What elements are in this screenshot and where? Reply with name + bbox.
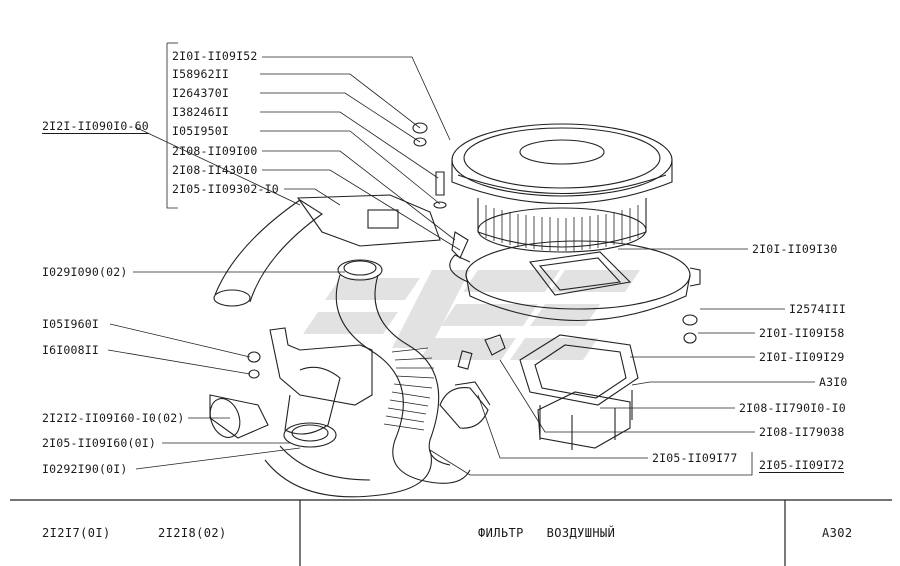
leader-lines (107, 42, 815, 476)
footer-model-2: 2I2I8(02) (158, 526, 227, 540)
part-label-left: 2I2I2-II09I60-I0(02) (42, 411, 185, 425)
part-label-right: A3I0 (819, 375, 848, 389)
part-label-left: I38246II (172, 105, 229, 119)
footer-model-1: 2I2I7(0I) (42, 526, 111, 540)
filter-element-drawing (477, 198, 647, 253)
part-label-left: I6I008II (42, 343, 99, 357)
part-label-left: 2I05-II09302-I0 (172, 182, 279, 196)
part-label-left: I05I950I (172, 124, 229, 138)
part-label-right: I2574III (789, 302, 846, 316)
group-label: 2I2I-II090I0-60 (42, 119, 149, 134)
filter-cover-drawing (451, 123, 673, 205)
part-label-left: I264370I (172, 86, 229, 100)
intake-snorkel-drawing (213, 194, 441, 307)
part-label-right: 2I0I-II09I30 (752, 242, 838, 256)
part-label-right: 2I08-II790I0-I0 (739, 401, 846, 415)
filter-housing-drawing (449, 240, 701, 322)
footer-code: A302 (822, 526, 853, 540)
part-label-right: 2I0I-II09I29 (759, 350, 845, 364)
hose-ribs (383, 347, 435, 431)
part-label-left: 2I08-II09I00 (172, 144, 258, 158)
part-label-left: I58962II (172, 67, 229, 81)
part-label-left: I0292I90(0I) (42, 462, 128, 476)
filter-pleats (485, 205, 639, 251)
gasket-plate-drawing (519, 334, 639, 450)
part-label-right: 2I05-II09I72 (759, 458, 845, 473)
part-label-left: I05I960I (42, 317, 99, 331)
part-label-left: 2I08-II430I0 (172, 163, 258, 177)
watermark-logo (303, 270, 640, 360)
part-label-left: I029I090(02) (42, 265, 128, 279)
footer-title: ФИЛЬТР ВОЗДУШНЫЙ (478, 526, 616, 540)
part-label-right: 2I08-II79038 (759, 425, 845, 439)
part-label-left: 2I05-II09I60(0I) (42, 436, 156, 450)
part-label-right: 2I0I-II09I58 (759, 326, 845, 340)
footer-frame (10, 499, 892, 566)
small-parts-drawing (247, 122, 698, 429)
lower-intake-drawing (209, 327, 432, 498)
part-label-left: 2I0I-II09I52 (172, 49, 258, 63)
part-label-right: 2I05-II09I77 (652, 451, 738, 465)
